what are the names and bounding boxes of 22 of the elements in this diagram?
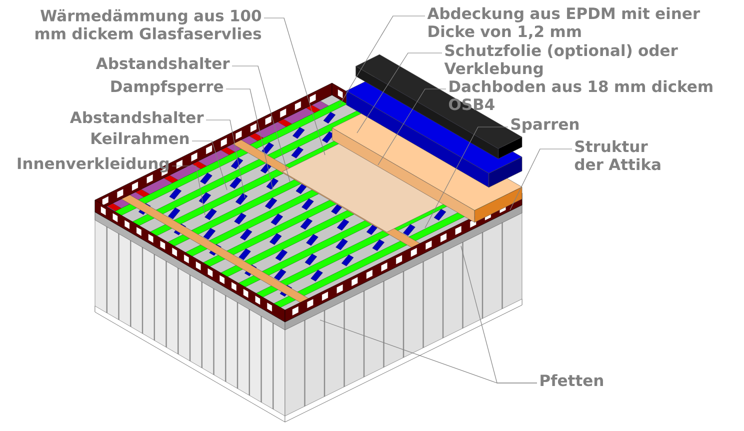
- label-text: Innenverkleidung: [18, 157, 168, 172]
- leader-line: [192, 140, 228, 190]
- leader-line: [206, 120, 246, 198]
- label-text: Dampfsperre: [111, 80, 224, 96]
- label-text: Schutzfolie (optional) oder Verklebung: [444, 44, 678, 78]
- label-text: Sparren: [511, 118, 579, 133]
- leader-line: [378, 88, 446, 166]
- leader-line: [510, 148, 572, 210]
- label-text: Wärmedämmung aus 100 mm dickem Glasfaservlies: [36, 9, 262, 40]
- label-text: Keilrahmen: [92, 132, 189, 144]
- label-text: Struktur der Attika: [574, 140, 660, 170]
- label-text: Abdeckung aus EPDM mit einer Dicke von 1,2 mm: [427, 7, 700, 40]
- leader-line: [338, 16, 426, 106]
- label-text: Abstandshalter: [70, 111, 204, 124]
- leader-line: [172, 166, 206, 216]
- label-text: Pfetten: [540, 374, 603, 386]
- leader-line: [264, 18, 326, 156]
- label-text: Abstandshalter: [96, 57, 230, 70]
- leader-line: [232, 66, 290, 182]
- leader-line: [460, 246, 538, 384]
- leader-line: [356, 52, 442, 134]
- leader-line: [226, 88, 274, 190]
